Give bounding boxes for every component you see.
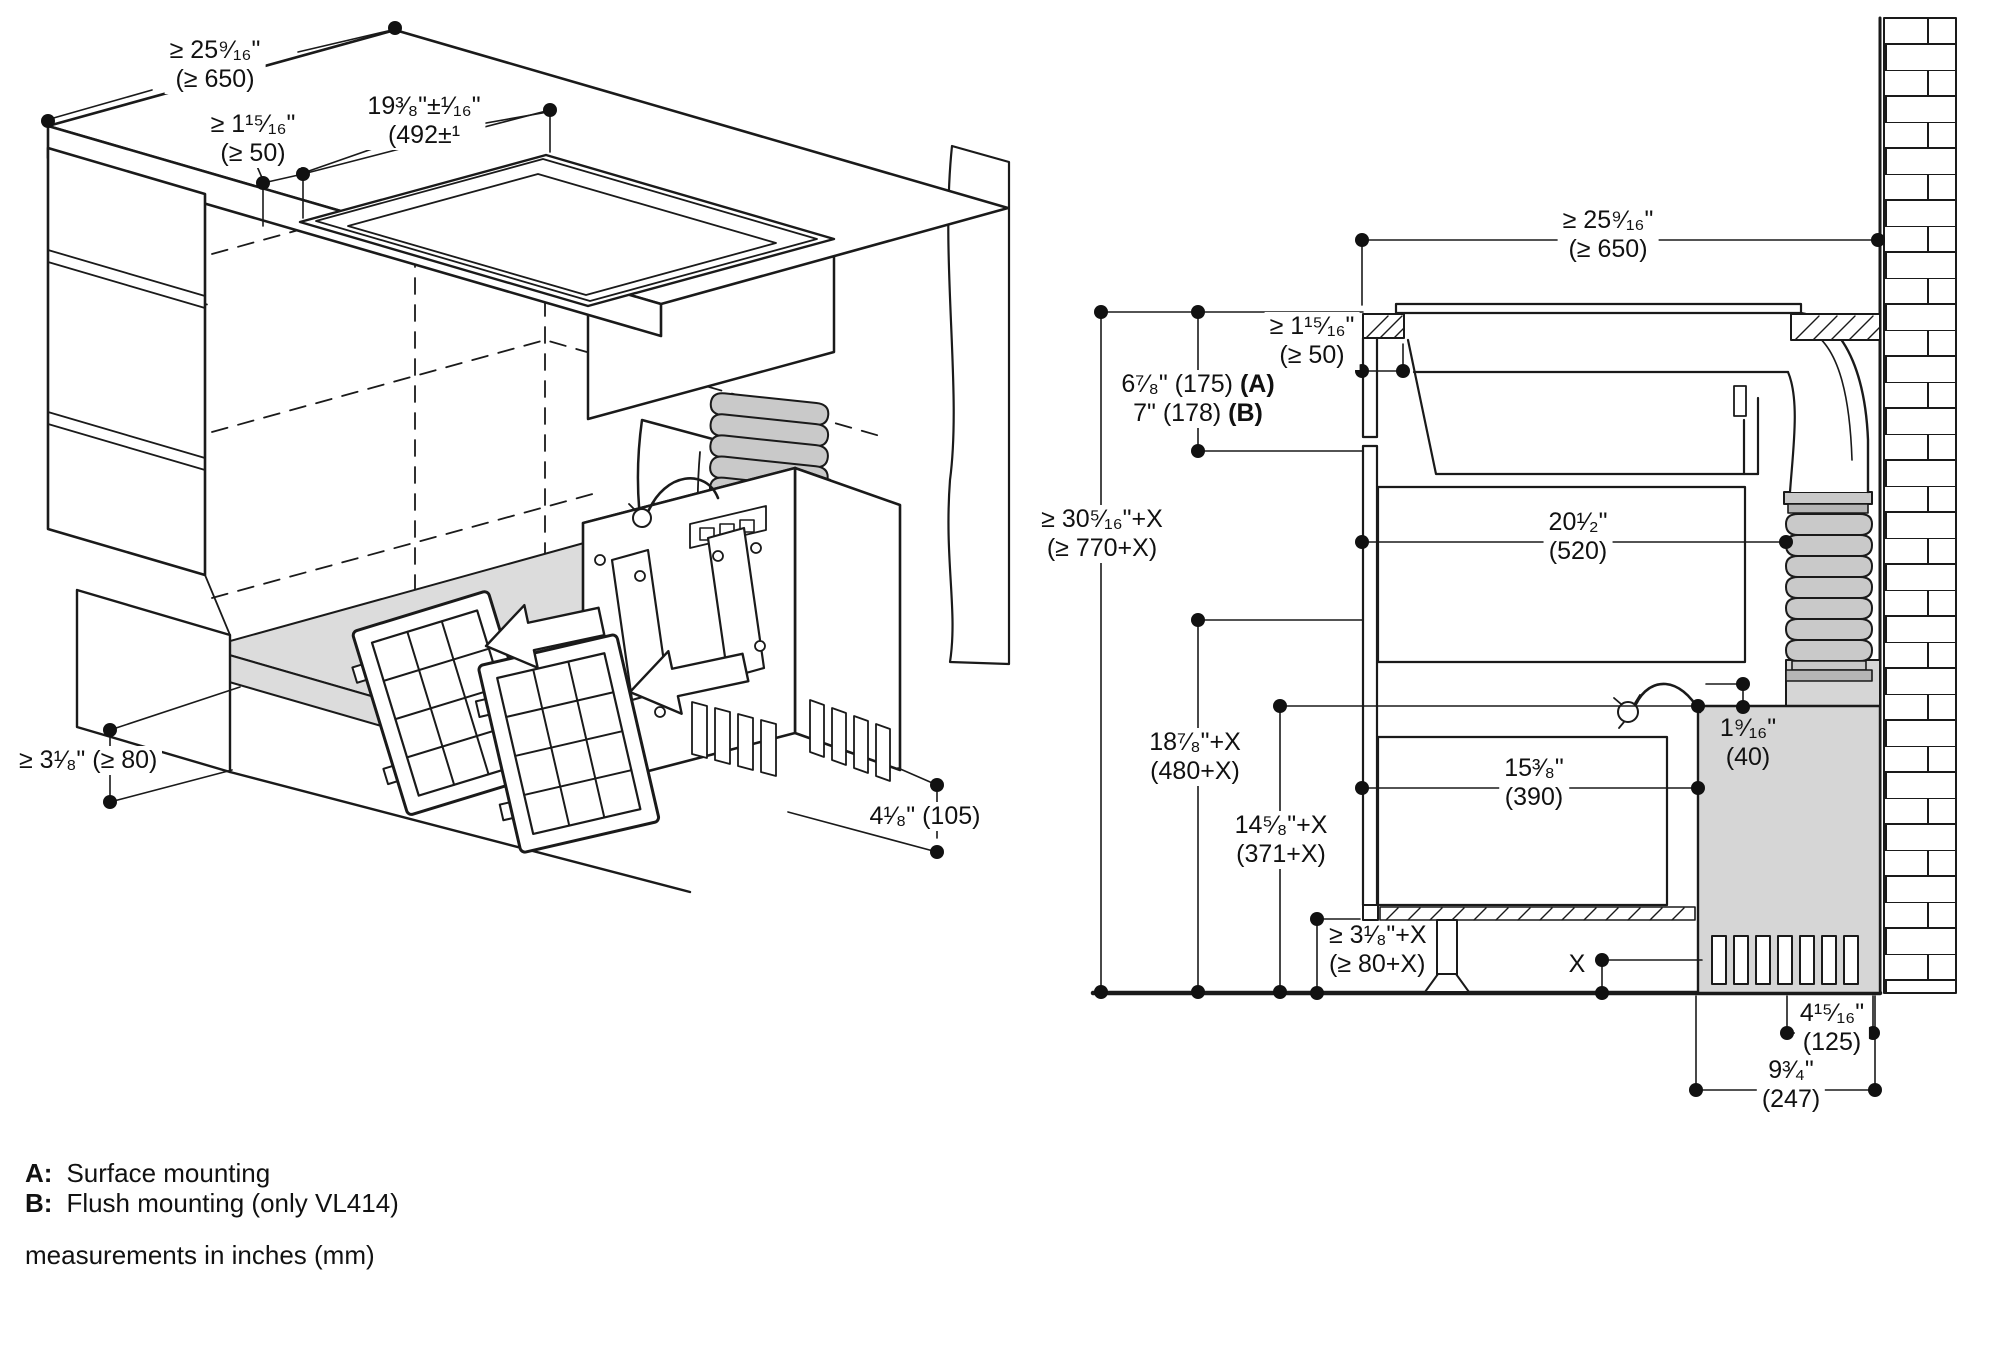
worktop <box>46 28 1010 338</box>
dim-plinth-variable: X <box>1563 950 1591 979</box>
right-section-view <box>1090 16 1957 1097</box>
dim-duct-clearance: 4¹⁄₈" (105) <box>864 802 986 831</box>
dim-duct-width: 4¹⁵⁄₁₆" (125) <box>1794 999 1870 1057</box>
dim-niche-height: 18⁷⁄₈"+X (480+X) <box>1144 728 1246 786</box>
rear-wall-sheet <box>947 144 1011 666</box>
cooktop-trough <box>1406 338 1790 476</box>
power-cable-left <box>646 477 720 514</box>
cooktop-top-plate <box>1394 302 1803 315</box>
dim-rear-clearance-right: ≥ 1¹⁵⁄₁₆" (≥ 50) <box>1264 312 1360 370</box>
louver-grille-right <box>1711 935 1859 985</box>
dim-niche-width: 15³⁄₈" (390) <box>1499 754 1569 812</box>
duct-and-blower <box>1696 491 1882 995</box>
dim-worktop-height: ≥ 30⁵⁄₁₆"+X (≥ 770+X) <box>1036 505 1168 563</box>
worktop-section <box>1362 302 1881 476</box>
screws <box>590 542 766 718</box>
drawer-gap-2 <box>47 411 206 471</box>
louver-grille-left <box>691 699 891 782</box>
cooktop-cutout <box>298 153 836 308</box>
dim-cooktop-height: 6⁷⁄₈" (175) (A) 7" (178) (B) <box>1116 370 1280 428</box>
adjustable-leg <box>1424 919 1470 993</box>
plinth <box>75 588 232 774</box>
dim-counter-depth-left: ≥ 25⁹⁄₁₆" (≥ 650) <box>164 36 266 94</box>
dim-counter-depth-right: ≥ 25⁹⁄₁₆" (≥ 650) <box>1557 206 1659 264</box>
units-note: measurements in inches (mm) <box>25 1240 375 1270</box>
flexible-duct-right <box>1785 513 1873 662</box>
dim-rear-clearance-left: ≥ 1¹⁵⁄₁₆" (≥ 50) <box>205 110 301 168</box>
legend-b: B:Flush mounting (only VL414) <box>25 1188 399 1218</box>
dim-plinth-height-right: ≥ 3¹⁄₈"+X (≥ 80+X) <box>1324 921 1432 979</box>
power-plug-left <box>632 508 652 528</box>
dim-blower-depth: 9³⁄₄" (247) <box>1756 1056 1826 1114</box>
niche-box-390 <box>1376 735 1669 907</box>
dim-duct-offset: 1⁹⁄₁₆" (40) <box>1719 714 1777 771</box>
dim-clearance-width: 20¹⁄₂" (520) <box>1543 508 1613 566</box>
drawer-gap-1 <box>47 249 206 309</box>
cabinet-section <box>1361 336 1747 993</box>
cabinet-bottom-board <box>1379 906 1696 921</box>
filter-rail-right <box>706 526 766 680</box>
clearance-box-520 <box>1376 485 1747 664</box>
blower-unit-left <box>581 466 902 790</box>
legend-a: A:Surface mounting <box>25 1158 271 1188</box>
brick-wall <box>1878 16 1957 995</box>
dim-cutout-width: 19³⁄₈"±¹⁄₁₆" (492±¹ <box>362 92 486 150</box>
dimension-dots-left <box>41 21 944 859</box>
left-isometric-view <box>41 21 1011 894</box>
dim-plinth-recess-left: ≥ 3¹⁄₈" (≥ 80) <box>14 746 163 775</box>
power-plug-right <box>1617 701 1639 723</box>
dim-outlet-height: 14⁵⁄₈"+X (371+X) <box>1229 811 1333 869</box>
